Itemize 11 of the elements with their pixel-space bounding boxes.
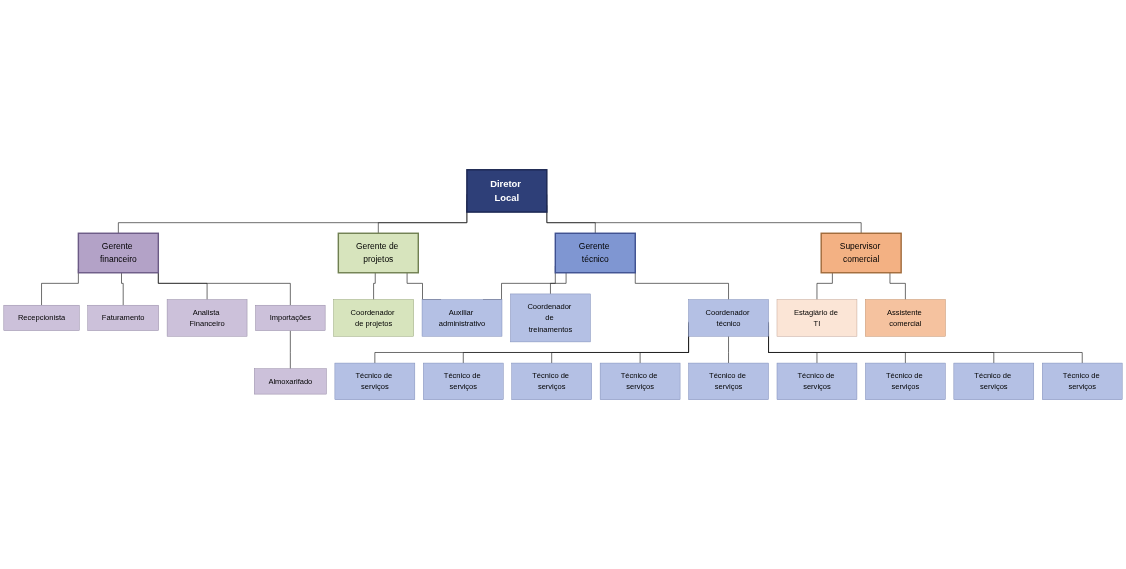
- connector: [889, 272, 906, 300]
- connector: [121, 272, 124, 306]
- node-box: Diretor Local: [466, 168, 548, 213]
- connector: [550, 272, 567, 294]
- node-box: Gerente técnico: [554, 232, 636, 274]
- connector: [816, 272, 833, 300]
- connector: [728, 335, 729, 364]
- node-box: Gerente de projetos: [337, 232, 419, 274]
- connector: [373, 272, 376, 300]
- node-box: Gerente financeiro: [77, 232, 160, 274]
- node-box: Supervisor comercial: [820, 232, 902, 274]
